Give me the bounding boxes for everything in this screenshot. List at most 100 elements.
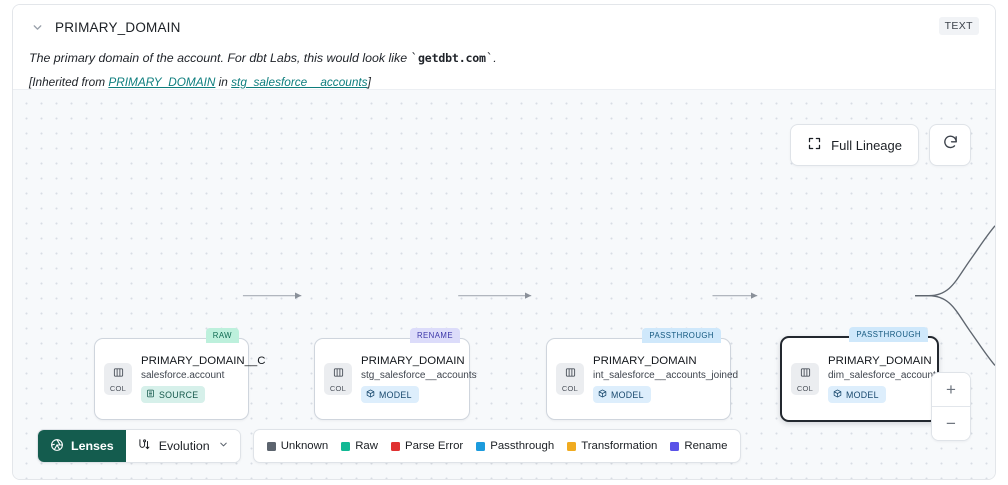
node-parent: stg_salesforce__accounts [361,370,477,381]
node-parent: dim_salesforce_accounts [828,370,941,381]
refresh-button[interactable] [929,124,971,166]
column-header: PRIMARY_DOMAIN TEXT The primary domain o… [13,5,995,89]
lineage-legend: Unknown Raw Parse Error Passthrough [252,429,742,463]
columns-icon [333,365,344,383]
legend-swatch [341,441,351,451]
lineage-node[interactable]: RAW COL PRIMARY_DOMAIN__C salesforce.acc… [94,328,266,420]
node-kind-badge: SOURCE [141,386,206,403]
node-tag: RENAME [409,328,460,343]
node-name: PRIMARY_DOMAIN [593,355,697,367]
inherited-prefix: [Inherited from [29,75,109,90]
column-type-badge: TEXT [938,17,979,35]
lineage-node[interactable]: PASSTHROUGH COL PRIMARY_DOMAIN int_sales… [546,328,739,420]
columns-icon [113,365,124,383]
lenses-label: Lenses [71,439,114,453]
columns-icon [800,365,811,383]
description-text-end: . [493,51,497,65]
canvas-bottom-bar: Lenses Evolution [37,429,742,463]
columns-icon [565,365,576,383]
node-name: PRIMARY_DOMAIN [361,355,465,367]
column-detail-card: PRIMARY_DOMAIN TEXT The primary domain o… [12,4,996,480]
evolution-label: Evolution [158,439,210,453]
node-tag: PASSTHROUGH [849,327,928,342]
full-lineage-label: Full Lineage [831,137,902,153]
legend-item[interactable]: Unknown [266,440,329,452]
refresh-icon [942,134,959,156]
node-kind-badge: MODEL [593,386,651,403]
column-chip: COL [324,363,352,395]
lineage-node-selected[interactable]: PASSTHROUGH COL PRIMARY_DOMAIN dim_sales… [780,327,941,422]
inherited-middle: in [215,75,232,90]
column-chip-label: COL [329,384,347,393]
inherited-note: [Inherited from PRIMARY_DOMAIN in stg_sa… [29,75,979,89]
legend-swatch [670,441,680,451]
zoom-out-button[interactable]: − [932,407,970,440]
description-text: The primary domain of the account. For d… [29,51,411,65]
column-chip-label: COL [796,384,814,393]
node-parent: salesforce.account [141,370,225,381]
node-parent: int_salesforce__accounts_joined [593,370,739,381]
aperture-icon [50,438,64,455]
node-name: PRIMARY_DOMAIN [828,355,932,367]
node-body: PRIMARY_DOMAIN int_salesforce__accounts_… [593,355,739,403]
legend-label: Transformation [581,440,658,452]
model-icon [598,389,607,400]
column-title-row: PRIMARY_DOMAIN [29,15,979,39]
backtick-open: ` [410,50,419,65]
node-kind-badge: MODEL [361,386,419,403]
node-name: PRIMARY_DOMAIN__C [141,355,266,367]
legend-item[interactable]: Passthrough [476,440,554,452]
column-chip: COL [791,363,819,395]
canvas-top-controls: Full Lineage [790,124,971,166]
zoom-controls-divider [932,406,970,407]
node-kind-label: MODEL [846,389,879,400]
column-chip-label: COL [109,384,127,393]
chevron-down-icon[interactable] [29,19,45,35]
legend-label: Rename [684,440,728,452]
lineage-canvas[interactable]: Full Lineage [13,89,995,479]
legend-item[interactable]: Transformation [567,440,657,452]
chevron-down-icon [218,439,229,453]
legend-swatch [390,441,400,451]
node-kind-label: MODEL [611,389,644,400]
node-kind-label: SOURCE [159,389,199,400]
column-chip: COL [104,363,132,395]
node-body: PRIMARY_DOMAIN dim_salesforce_accounts M… [828,355,941,403]
legend-swatch [476,441,486,451]
model-icon [833,389,842,400]
model-icon [366,389,375,400]
legend-item[interactable]: Raw [341,440,378,452]
page-title: PRIMARY_DOMAIN [55,19,181,35]
full-lineage-button[interactable]: Full Lineage [790,124,919,166]
evolution-icon [137,438,151,455]
lineage-node[interactable]: RENAME COL PRIMARY_DOMAIN stg_salesforce… [314,328,477,420]
legend-swatch [266,441,276,451]
inherited-column-link[interactable]: PRIMARY_DOMAIN [108,75,216,90]
lenses-evolution-group: Lenses Evolution [37,429,241,463]
node-tag: RAW [205,328,239,343]
expand-icon [807,136,822,154]
legend-label: Raw [355,440,378,452]
legend-item[interactable]: Rename [670,440,727,452]
node-body: PRIMARY_DOMAIN stg_salesforce__accounts … [361,355,477,403]
node-tag: PASSTHROUGH [642,328,721,343]
inherited-suffix: ] [367,75,371,90]
node-kind-label: MODEL [379,389,412,400]
node-body: PRIMARY_DOMAIN__C salesforce.account SOU… [141,355,266,403]
evolution-dropdown[interactable]: Evolution [125,430,240,462]
column-chip: COL [556,363,584,395]
legend-label: Passthrough [490,440,555,452]
source-icon [146,389,155,400]
legend-swatch [567,441,577,451]
inherited-model-link[interactable]: stg_salesforce__accounts [231,75,368,90]
lenses-button[interactable]: Lenses [38,430,126,462]
description-code: getdbt.com [418,51,486,65]
zoom-controls: + − [931,372,971,441]
zoom-in-button[interactable]: + [932,373,970,406]
legend-label: Unknown [280,440,329,452]
backtick-close: ` [485,50,494,65]
column-chip-label: COL [561,384,579,393]
column-description: The primary domain of the account. For d… [29,50,979,66]
legend-item[interactable]: Parse Error [390,440,463,452]
